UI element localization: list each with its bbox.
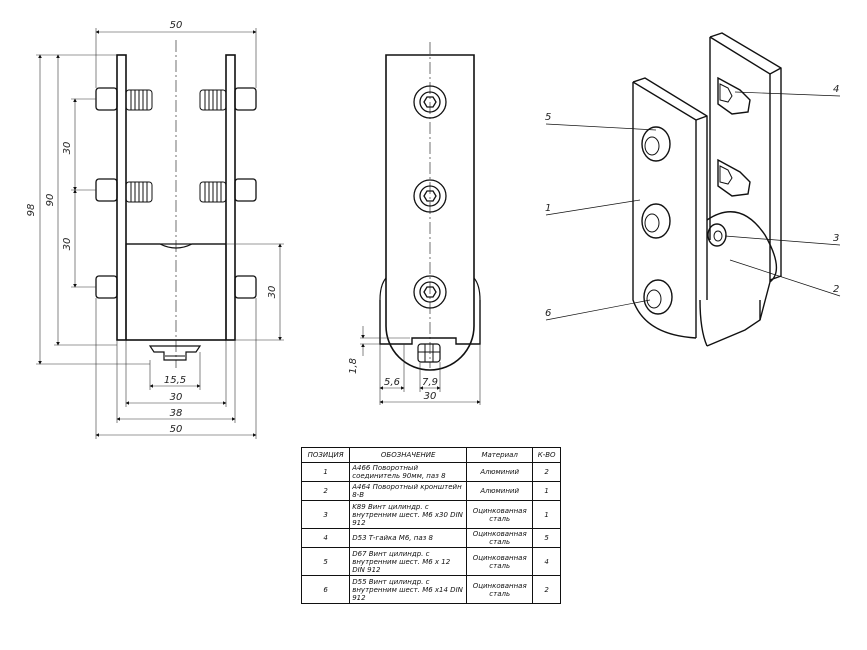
bom-material: Оцинкованная сталь xyxy=(466,528,534,548)
bom-header-quantity: К-ВО xyxy=(532,447,561,463)
bom-position: 2 xyxy=(300,481,351,501)
dim-upper-pitch: 30 xyxy=(62,142,73,155)
balloon-6: 6 xyxy=(545,308,551,319)
bom-designation: А464 Поворотный кронштейн 8-В xyxy=(349,481,468,501)
dim-right-height: 30 xyxy=(267,286,278,299)
dim-top-overall: 50 xyxy=(170,20,183,31)
bom-material: Оцинкованная сталь xyxy=(466,547,534,576)
bom-material: Алюминий xyxy=(466,481,534,501)
bom-quantity: 1 xyxy=(532,481,561,501)
iso-balloons: 5 1 6 4 3 2 xyxy=(545,84,839,319)
bom-quantity: 2 xyxy=(532,462,561,482)
bom-table: ПОЗИЦИЯ ОБОЗНАЧЕНИЕ Материал К-ВО 1 А466… xyxy=(300,447,561,604)
bom-position: 1 xyxy=(300,462,351,482)
bom-header-position: ПОЗИЦИЯ xyxy=(300,447,351,463)
side-view: 1,8 5,6 7,9 30 xyxy=(348,42,481,405)
bom-designation: D67 Винт цилиндр. с внутренним шест. М6 … xyxy=(349,547,468,576)
bom-quantity: 1 xyxy=(532,500,561,529)
balloon-5: 5 xyxy=(545,112,551,123)
table-row: 1 А466 Поворотный соединитель 90мм, паз … xyxy=(300,462,561,482)
balloon-2: 2 xyxy=(833,284,839,295)
dim-lower-pitch: 30 xyxy=(62,238,73,251)
dim-mid-width: 38 xyxy=(170,408,183,419)
dim-left-span: 90 xyxy=(45,194,56,207)
dim-slot-width: 15,5 xyxy=(164,375,186,386)
bom-position: 4 xyxy=(300,528,351,548)
balloon-1: 1 xyxy=(545,203,551,214)
table-row: 6 D55 Винт цилиндр. с внутренним шест. М… xyxy=(300,575,561,604)
dim-bottom-overall: 50 xyxy=(170,424,183,435)
bom-material: Оцинкованная сталь xyxy=(466,500,534,529)
bom-quantity: 4 xyxy=(532,547,561,576)
balloon-3: 3 xyxy=(833,233,839,244)
bom-quantity: 2 xyxy=(532,575,561,604)
table-row: 2 А464 Поворотный кронштейн 8-В Алюминий… xyxy=(300,481,561,501)
bom-header-designation: ОБОЗНАЧЕНИЕ xyxy=(349,447,468,463)
table-row: 4 D53 Т-гайка М6, паз 8 Оцинкованная ста… xyxy=(300,528,561,548)
bom-designation: D53 Т-гайка М6, паз 8 xyxy=(349,528,468,548)
front-view: 50 98 90 30 30 30 15,5 30 38 50 xyxy=(26,20,284,439)
bom-designation: K89 Винт цилиндр. с внутренним шест. М6 … xyxy=(349,500,468,529)
bom-position: 5 xyxy=(300,547,351,576)
dim-nut-height: 1,8 xyxy=(348,358,359,374)
bom-designation: А466 Поворотный соединитель 90мм, паз 8 xyxy=(349,462,468,482)
bom-header-row: ПОЗИЦИЯ ОБОЗНАЧЕНИЕ Материал К-ВО xyxy=(300,447,561,463)
bom-quantity: 5 xyxy=(532,528,561,548)
bom-material: Оцинкованная сталь xyxy=(466,575,534,604)
dim-left-overall: 98 xyxy=(26,204,37,217)
table-row: 5 D67 Винт цилиндр. с внутренним шест. М… xyxy=(300,547,561,576)
bom-header-material: Материал xyxy=(466,447,534,463)
dim-inner-width: 30 xyxy=(170,392,183,403)
bom-designation: D55 Винт цилиндр. с внутренним шест. М6 … xyxy=(349,575,468,604)
isometric-view xyxy=(545,32,841,347)
bom-position: 3 xyxy=(300,500,351,529)
bom-material: Алюминий xyxy=(466,462,534,482)
bom-position: 6 xyxy=(300,575,351,604)
dim-width: 30 xyxy=(424,391,437,402)
table-row: 3 K89 Винт цилиндр. с внутренним шест. М… xyxy=(300,500,561,529)
dim-slot: 7,9 xyxy=(422,377,438,388)
balloon-4: 4 xyxy=(833,84,839,95)
dim-offset: 5,6 xyxy=(384,377,400,388)
